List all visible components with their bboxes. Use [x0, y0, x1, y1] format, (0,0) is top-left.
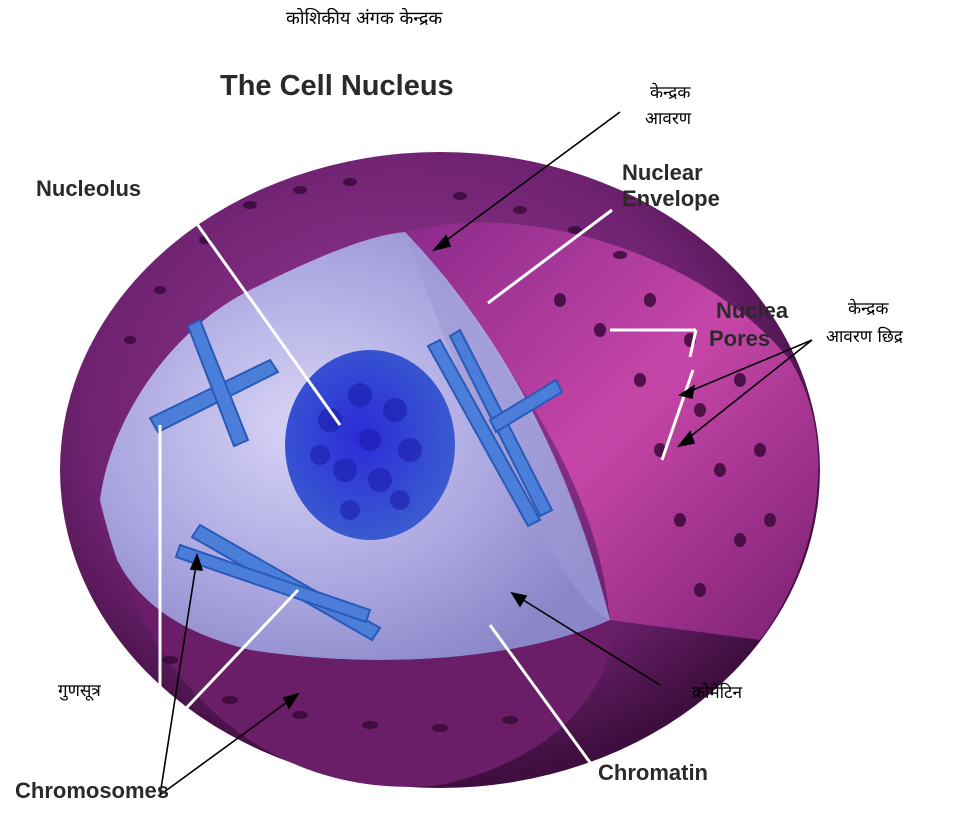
label-hi-chromatin: क्रोमेटिन — [692, 680, 742, 703]
diagram-title: The Cell Nucleus — [220, 70, 454, 103]
label-nuclear-pores-2: Pores — [709, 326, 770, 352]
label-chromatin: Chromatin — [598, 760, 708, 786]
label-hi-envelope-2: आवरण — [645, 106, 691, 129]
label-hi-envelope-1: केन्द्रक — [650, 80, 690, 103]
label-hi-chromosomes: गुणसूत्र — [58, 678, 101, 701]
label-hi-pores-2: आवरण छिद्र — [826, 324, 903, 347]
label-hi-pores-1: केन्द्रक — [848, 296, 888, 319]
label-nuclear-pores-1: Nuclea — [716, 298, 788, 324]
label-nuclear-envelope-2: Envelope — [622, 186, 720, 212]
label-chromosomes: Chromosomes — [15, 778, 169, 804]
label-nuclear-envelope-1: Nuclear — [622, 160, 703, 186]
label-nucleolus: Nucleolus — [36, 176, 141, 202]
